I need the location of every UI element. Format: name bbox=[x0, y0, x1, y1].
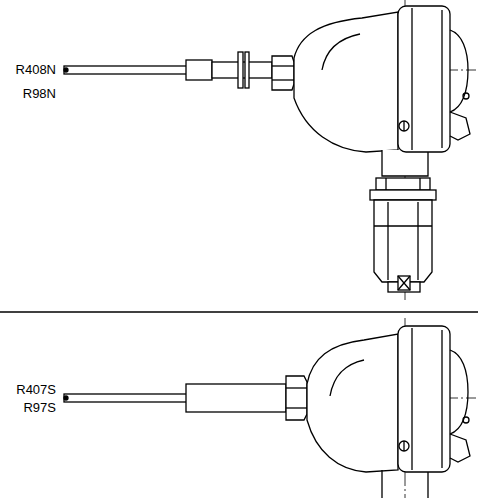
part-number: R407S bbox=[16, 382, 56, 397]
part-number: R97S bbox=[23, 400, 56, 415]
top-assembly bbox=[64, 0, 476, 300]
bottom-assembly bbox=[64, 318, 476, 498]
part-number: R98N bbox=[23, 86, 56, 101]
part-number: R408N bbox=[16, 62, 56, 77]
